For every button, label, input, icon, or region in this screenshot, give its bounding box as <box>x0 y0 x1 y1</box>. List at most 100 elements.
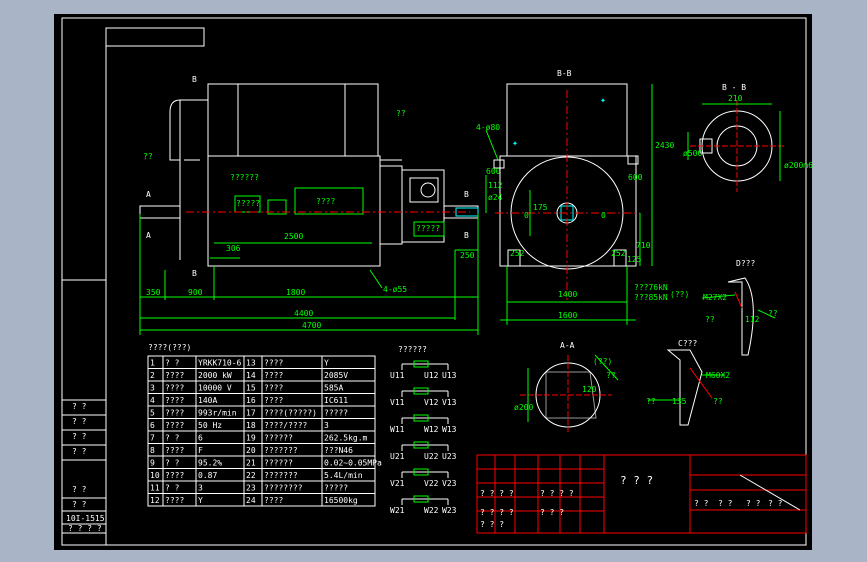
dimension: 4-ø55 <box>383 285 407 294</box>
dimension: 1400 <box>558 290 577 299</box>
dimension: 175 <box>533 203 548 212</box>
spec-cell: 17 <box>246 409 256 418</box>
dimension: ø200m6 <box>784 161 813 170</box>
dimension: 125 <box>627 255 642 264</box>
view-title: A-A <box>560 341 575 350</box>
dimension: M60X2 <box>706 371 730 380</box>
dimension: ?? <box>705 315 715 324</box>
component-label: ???? <box>316 197 335 206</box>
spec-cell: 0.02~0.05MPa <box>324 459 382 468</box>
terminal-label: U23 <box>442 452 457 461</box>
dimension: 306 <box>226 244 241 253</box>
spec-cell: ???N46 <box>324 446 353 455</box>
section-b-dims <box>485 84 653 325</box>
load-label: (??) <box>670 290 689 299</box>
revision-label: ? ? ? ? <box>480 508 514 517</box>
spec-cell: 3 <box>198 484 203 493</box>
spec-cell: Y <box>324 359 329 368</box>
terminal-label: W22 <box>424 506 439 515</box>
side-code-2: ? ? ? ? <box>68 524 102 533</box>
revision-label: ? ? ? ? <box>540 489 574 498</box>
dimension: (??) <box>593 357 612 366</box>
spec-cell: ???? <box>264 359 283 368</box>
detail-d <box>701 277 776 356</box>
spec-cell: 9 <box>150 459 155 468</box>
spec-cell: 16500kg <box>324 496 358 505</box>
spec-cell: ???? <box>264 384 283 393</box>
spec-cell: 13 <box>246 359 256 368</box>
spec-cell: ???? <box>165 396 184 405</box>
spec-cell: ????? <box>324 484 348 493</box>
component-label: ????? <box>416 224 440 233</box>
signature-label: ? ? <box>694 499 709 508</box>
revision-label: ? ? ? <box>540 508 564 517</box>
terminal-label: V21 <box>390 479 405 488</box>
spec-cell: 12 <box>150 496 160 505</box>
spec-cell: 15 <box>246 384 256 393</box>
dimension: 210 <box>728 94 743 103</box>
terminal-label: W21 <box>390 506 405 515</box>
dimension: 112 <box>745 315 760 324</box>
spec-cell: ???? <box>165 471 184 480</box>
revision-label: ? ? ? <box>480 520 504 529</box>
spec-cell: 2000 kW <box>198 371 232 380</box>
spec-cell: 262.5kg.m <box>324 434 368 443</box>
side-code: 10I-1515 <box>66 514 105 523</box>
spec-cell: 21 <box>246 459 256 468</box>
dimension: 112 <box>488 181 503 190</box>
load-label: ???76kN <box>634 283 668 292</box>
view-marker-a: A <box>146 190 151 199</box>
terminal-label: V23 <box>442 479 457 488</box>
spec-cell: 18 <box>246 421 256 430</box>
view-title: B - B <box>722 83 746 92</box>
spec-cell: ????? <box>324 409 348 418</box>
terminal-label: V12 <box>424 398 439 407</box>
dimension: 1600 <box>558 311 577 320</box>
spec-cell: 2085V <box>324 371 348 380</box>
dimension: 250 <box>460 251 475 260</box>
shaft-section <box>687 100 785 192</box>
dimension: 4700 <box>302 321 321 330</box>
spec-cell: ???? <box>264 396 283 405</box>
spec-cell: ????(?????) <box>264 409 317 418</box>
drawing-background <box>54 14 812 550</box>
spec-cell: 5.4L/min <box>324 471 363 480</box>
spec-cell: 6 <box>150 421 155 430</box>
load-label: ???85kN <box>634 293 668 302</box>
terminal-label: W11 <box>390 425 405 434</box>
dimension: 252 <box>510 249 525 258</box>
note: ?? <box>396 109 406 118</box>
spec-cell: 19 <box>246 434 256 443</box>
view-title: D??? <box>736 259 755 268</box>
side-label: ? ? <box>72 402 87 411</box>
view-title: C??? <box>678 339 697 348</box>
view-marker-b: B <box>192 75 197 84</box>
main-view <box>139 83 479 267</box>
section-b-labels: B-B 4-ø80 600 112 ø24 175 0 0 252 252 14… <box>476 69 689 320</box>
view-marker-b: B <box>192 269 197 278</box>
spec-cell: 0.87 <box>198 471 217 480</box>
spec-cell: ? ? <box>165 484 180 493</box>
section-b-view <box>493 83 640 300</box>
terminal-label: W12 <box>424 425 439 434</box>
terminal-label: W23 <box>442 506 457 515</box>
spec-cell: ? ? <box>165 459 180 468</box>
terminal-label: U13 <box>442 371 457 380</box>
revision-label: ? ? ? ? <box>480 489 514 498</box>
spec-cell: YRKK710-6 <box>198 359 242 368</box>
signature-label: ? ? <box>746 499 761 508</box>
dimension: M27X2 <box>703 293 727 302</box>
dimension: 0 <box>524 211 529 220</box>
view-marker-a: A <box>146 231 151 240</box>
dimension: ø24 <box>488 193 503 202</box>
spec-cell: 6 <box>198 434 203 443</box>
spec-cell: ???? <box>165 421 184 430</box>
dimension: ?? <box>606 371 616 380</box>
spec-cell: ???? <box>165 496 184 505</box>
svg-text:✦: ✦ <box>512 138 518 149</box>
dimension: 900 <box>188 288 203 297</box>
spec-cell: ???? <box>264 371 283 380</box>
side-label: ? ? <box>72 447 87 456</box>
spec-cell: ? ? <box>165 434 180 443</box>
